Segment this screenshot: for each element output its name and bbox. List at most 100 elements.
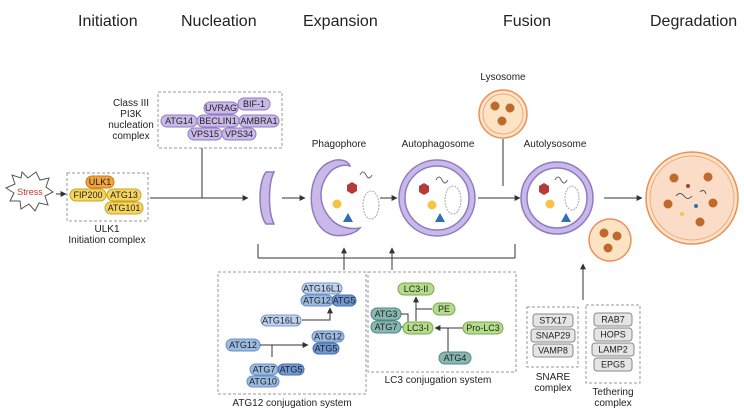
protein-stx17 [532,313,574,328]
snare-complex: STX17 SNAP29 VAMP8 [530,313,576,358]
atg12-system: ATG16L1 ATG12 ATG5 ATG16L1 ATG12 ATG5 AT… [225,282,357,388]
autophagosome [398,159,476,237]
pi3k-label-line2: PI3K [120,109,142,120]
enzyme-icon [669,173,679,183]
protein-vamp8-label: VAMP8 [538,346,568,356]
lc3-system: LC3-II PE ATG3 ATG7 LC3-I Pro-LC3 ATG4 [370,282,504,365]
protein-atg10-label: ATG10 [249,377,277,387]
cargo-squiggle [554,176,568,184]
degraded-fragment [686,184,690,188]
cargo-triangle [435,213,445,222]
cargo-protein-red [539,183,549,195]
isolation-membrane [259,171,276,225]
enzyme-icon [599,228,609,238]
cargo-lipid [545,199,555,209]
cargo-triangle [343,213,353,222]
stage-title-fusion: Fusion [503,13,551,30]
cargo-protein-red [419,183,429,195]
lc3-system-label: LC3 conjugation system [385,375,492,386]
enzyme-icon [505,103,515,113]
protein-vamp8 [532,343,574,358]
protein-pe-label: PE [438,304,450,314]
tethering-label-line1: Tethering [592,387,633,398]
protein-epg5 [593,357,633,372]
protein-atg13 [106,188,142,202]
protein-atg4 [438,351,472,365]
tethering-box [585,304,641,384]
pi3k-label-line1: Class III [113,98,149,109]
protein-atg12-b-label: ATG12 [314,332,342,342]
autophagosome-label: Autophagosome [402,139,475,150]
protein-stx17-label: STX17 [539,316,567,326]
degraded-fragment [699,189,707,195]
degradation-vesicle [645,151,739,245]
pi3k-label-line4: complex [112,131,149,142]
protein-atg5-b [312,342,340,355]
ulk1-complex: ULK1 FIP200 ATG13 ATG101 [69,175,144,215]
cargo-mitochondrion [564,185,580,211]
stage-title-expansion: Expansion [303,13,378,30]
atg12-system-box [217,271,367,395]
ulk1-label-line1: ULK1 [94,224,119,235]
protein-atg16l1-a [301,282,343,295]
protein-epg5-label: EPG5 [601,360,625,370]
stress-burst: Stress [4,170,54,212]
protein-pro-lc3-label: Pro-LC3 [466,323,500,333]
enzyme-icon [663,199,673,209]
protein-atg7-lc3-label: ATG7 [375,322,398,332]
degraded-fragment [675,193,693,199]
cargo-squiggle [359,171,373,179]
stage-title-initiation: Initiation [78,13,138,30]
autolysosome [520,161,632,262]
protein-atg3-label: ATG3 [375,309,398,319]
protein-pe [432,302,456,316]
enzyme-icon [490,101,500,111]
protein-atg7-label: ATG7 [253,365,276,375]
protein-ambra1-label: AMBRA1 [240,116,277,126]
cargo-triangle [561,213,571,222]
enzyme-icon [497,116,507,126]
protein-lc3-i [402,321,434,335]
ulk1-complex-box [66,172,149,222]
protein-rab7-label: RAB7 [601,315,625,325]
protein-snap29-label: SNAP29 [536,331,571,341]
stage-title-degradation: Degradation [650,13,737,30]
protein-ulk1-label: ULK1 [89,177,112,187]
snare-box [526,306,579,368]
phagophore-label: Phagophore [312,139,367,150]
enzyme-icon [708,198,718,208]
protein-fip200-label: FIP200 [73,190,102,200]
protein-vps34-label: VPS34 [225,129,253,139]
protein-atg13-label: ATG13 [110,190,138,200]
protein-lamp2 [591,342,635,357]
protein-atg16l1-b [260,314,302,327]
protein-ambra1 [238,114,280,128]
fusing-lysosome [588,218,632,262]
protein-vps15-label: VPS15 [191,129,219,139]
snare-label-line1: SNARE [536,372,571,383]
protein-lamp2-label: LAMP2 [598,345,628,355]
protein-atg12-c-label: ATG12 [229,340,257,350]
atg12-system-label: ATG12 conjugation system [232,398,351,409]
protein-atg16l1-a-label: ATG16L1 [303,284,341,294]
protein-rab7 [593,312,633,327]
protein-atg5-a-label: ATG5 [333,296,356,306]
protein-atg101 [104,201,144,215]
stage-title-nucleation: Nucleation [181,13,257,30]
protein-uvrag-label: UVRAG [205,103,237,113]
cargo-lipid [332,199,342,209]
stress-label: Stress [17,187,43,197]
protein-lc3-i-label: LC3-I [407,323,429,333]
enzyme-icon [703,172,713,182]
cargo-protein-red [347,182,357,194]
enzyme-icon [695,217,705,227]
protein-atg5-b-label: ATG5 [315,344,338,354]
protein-fip200 [69,188,107,202]
lysosome-label: Lysosome [480,72,526,83]
protein-snap29 [530,328,576,343]
protein-beclin1-label: BECLIN1 [199,116,237,126]
cargo-squiggle [435,176,449,184]
tethering-complex: RAB7 HOPS LAMP2 EPG5 [591,312,635,372]
protein-vps34 [221,127,257,141]
cargo-mitochondrion [362,190,380,220]
